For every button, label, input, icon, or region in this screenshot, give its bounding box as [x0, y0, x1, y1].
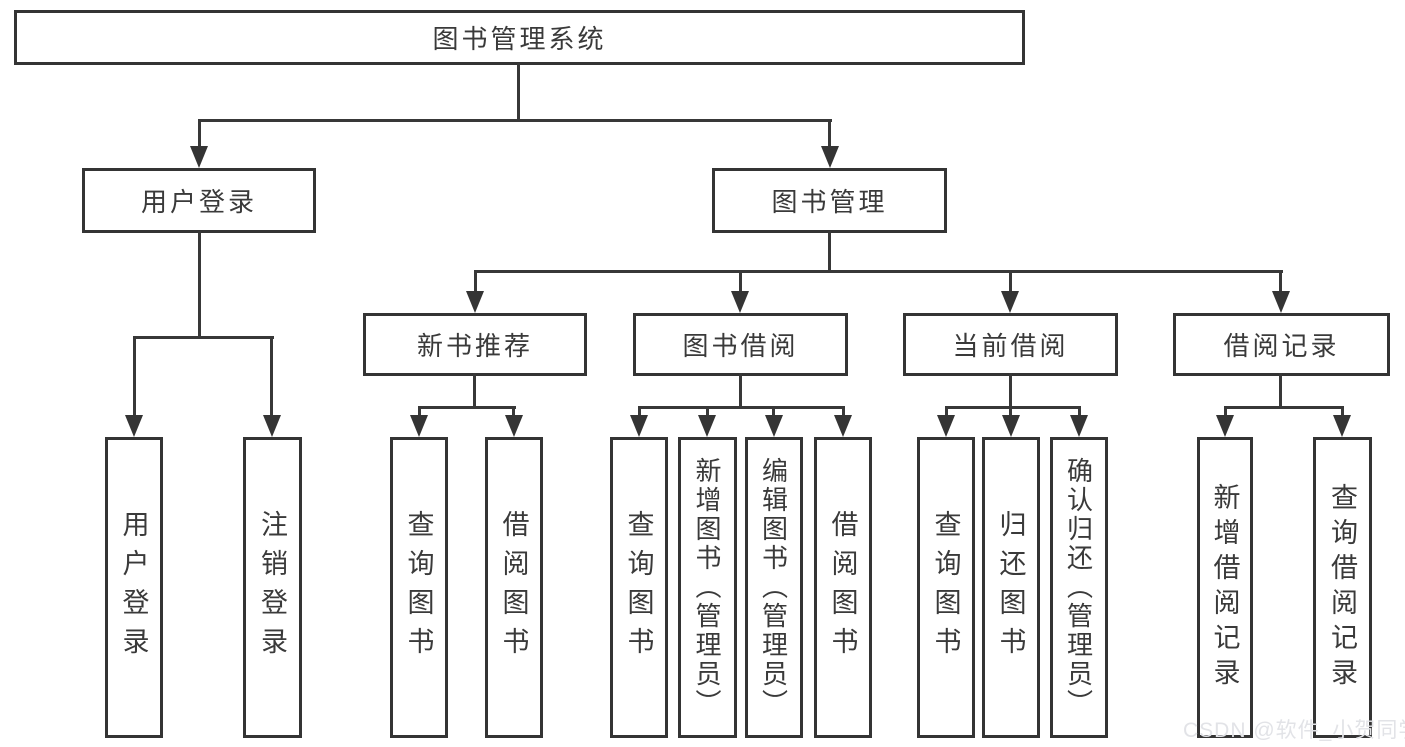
connector [474, 270, 1283, 273]
arrowhead-icon [466, 291, 484, 313]
connector [772, 406, 775, 419]
arrowhead-icon [698, 415, 716, 437]
leaf-newbook-query-books: 查询图书 [390, 437, 448, 738]
leaf-query-borrow-record: 查询借阅记录 [1313, 437, 1372, 738]
connector [1224, 406, 1227, 419]
connector [198, 119, 201, 149]
leaf-add-book-admin-label: 新增图书（管理员） [692, 457, 722, 718]
leaf-return-books-label: 归还图书 [995, 509, 1026, 666]
connector [133, 336, 136, 418]
arrowhead-icon [1001, 291, 1019, 313]
leaf-logout-label: 注销登录 [257, 509, 287, 666]
leaf-return-books: 归还图书 [982, 437, 1040, 738]
arrowhead-icon [821, 146, 839, 168]
node-current-borrow-label: 当前借阅 [952, 331, 1069, 361]
leaf-user-login: 用户登录 [105, 437, 163, 738]
connector [474, 270, 477, 295]
arrowhead-icon [834, 415, 852, 437]
leaf-borrow-borrow-books-label: 借阅图书 [827, 509, 858, 666]
leaf-borrow-query-books-label: 查询图书 [623, 509, 654, 666]
connector [828, 231, 831, 273]
connector [270, 336, 273, 418]
connector [1009, 373, 1012, 408]
connector [1078, 406, 1081, 419]
leaf-edit-book-admin-label: 编辑图书（管理员） [758, 457, 789, 718]
arrowhead-icon [505, 415, 523, 437]
connector [1009, 406, 1012, 419]
leaf-borrow-borrow-books: 借阅图书 [814, 437, 872, 738]
connector [739, 373, 742, 408]
arrowhead-icon [1272, 291, 1290, 313]
connector [1009, 270, 1012, 295]
leaf-user-login-label: 用户登录 [118, 509, 149, 666]
arrowhead-icon [765, 415, 783, 437]
node-borrow-records: 借阅记录 [1173, 313, 1390, 376]
connector [133, 336, 274, 339]
leaf-confirm-return-admin-label: 确认归还（管理员） [1063, 457, 1094, 718]
connector [1279, 373, 1282, 408]
arrowhead-icon [630, 415, 648, 437]
connector [739, 270, 742, 295]
arrowhead-icon [1002, 415, 1020, 437]
node-book-borrow: 图书借阅 [633, 313, 848, 376]
node-book-management: 图书管理 [712, 168, 947, 233]
arrowhead-icon [125, 415, 143, 437]
watermark: CSDN @软件_小贺同学 [1183, 719, 1405, 742]
leaf-logout: 注销登录 [243, 437, 302, 738]
connector [828, 119, 831, 149]
leaf-query-borrow-record-label: 查询借阅记录 [1327, 482, 1357, 693]
leaf-newbook-borrow-books: 借阅图书 [485, 437, 543, 738]
connector [945, 406, 1081, 409]
connector [473, 373, 476, 408]
connector [842, 406, 845, 419]
arrowhead-icon [1333, 415, 1351, 437]
node-user-login-label: 用户登录 [140, 187, 257, 217]
node-user-login: 用户登录 [82, 168, 316, 233]
leaf-newbook-query-books-label: 查询图书 [403, 509, 434, 666]
connector [638, 406, 641, 419]
leaf-current-query-books-label: 查询图书 [930, 509, 961, 666]
arrowhead-icon [410, 415, 428, 437]
leaf-add-borrow-record: 新增借阅记录 [1197, 437, 1253, 738]
arrowhead-icon [937, 415, 955, 437]
leaf-confirm-return-admin: 确认归还（管理员） [1050, 437, 1108, 738]
node-book-management-label: 图书管理 [771, 187, 888, 217]
connector [1279, 270, 1282, 295]
leaf-add-borrow-record-label: 新增借阅记录 [1209, 482, 1240, 693]
connector [512, 406, 515, 419]
leaf-newbook-borrow-books-label: 借阅图书 [498, 509, 529, 666]
node-new-book-recommend: 新书推荐 [363, 313, 587, 376]
connector [418, 406, 421, 419]
arrowhead-icon [731, 291, 749, 313]
connector [1341, 406, 1344, 419]
arrowhead-icon [1070, 415, 1088, 437]
node-root-label: 图书管理系统 [432, 24, 607, 54]
node-new-book-recommend-label: 新书推荐 [416, 331, 533, 361]
node-borrow-records-label: 借阅记录 [1223, 331, 1340, 361]
connector [418, 406, 516, 409]
connector [198, 231, 201, 338]
connector [1224, 406, 1344, 409]
connector [198, 119, 832, 122]
leaf-edit-book-admin: 编辑图书（管理员） [745, 437, 803, 738]
arrowhead-icon [1216, 415, 1234, 437]
node-current-borrow: 当前借阅 [903, 313, 1118, 376]
connector [638, 406, 845, 409]
node-book-borrow-label: 图书借阅 [682, 331, 799, 361]
node-root: 图书管理系统 [14, 10, 1025, 65]
arrowhead-icon [190, 146, 208, 168]
connector [945, 406, 948, 419]
connector [517, 63, 520, 121]
leaf-borrow-query-books: 查询图书 [610, 437, 668, 738]
leaf-current-query-books: 查询图书 [917, 437, 975, 738]
connector [706, 406, 709, 419]
arrowhead-icon [263, 415, 281, 437]
leaf-add-book-admin: 新增图书（管理员） [678, 437, 737, 738]
